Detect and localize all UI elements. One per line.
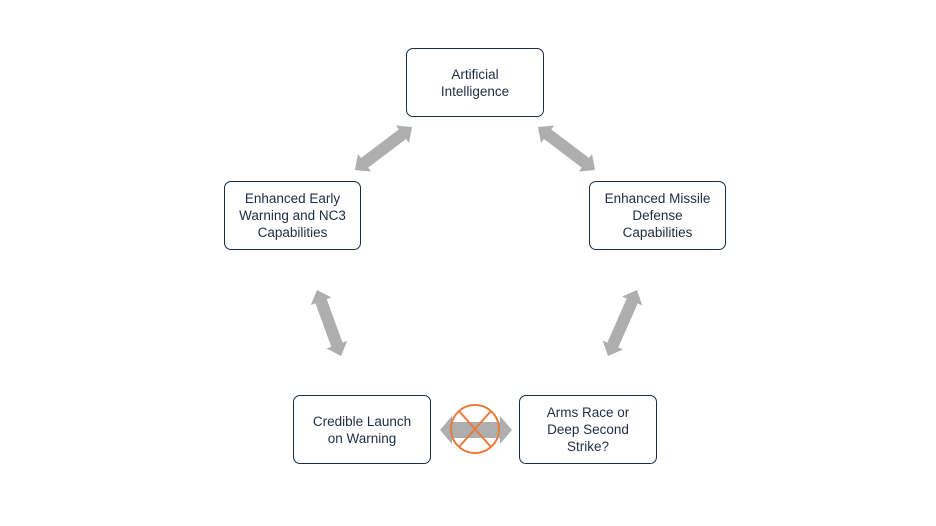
arrow-ai-early-warning [355,125,412,172]
node-enhanced-early-warning: Enhanced Early Warning and NC3 Capabilit… [224,181,361,250]
arrow-early-warning-launch [310,290,348,356]
node-enhanced-missile-defense: Enhanced Missile Defense Capabilities [589,181,726,250]
blocked-icon [450,404,500,454]
arrow-ai-missile-defense [538,125,595,172]
node-arms-race: Arms Race or Deep Second Strike? [519,395,657,464]
node-artificial-intelligence: Artificial Intelligence [406,48,544,117]
arrow-missile-defense-arms-race [602,290,643,356]
node-credible-launch-on-warning: Credible Launch on Warning [293,395,431,464]
